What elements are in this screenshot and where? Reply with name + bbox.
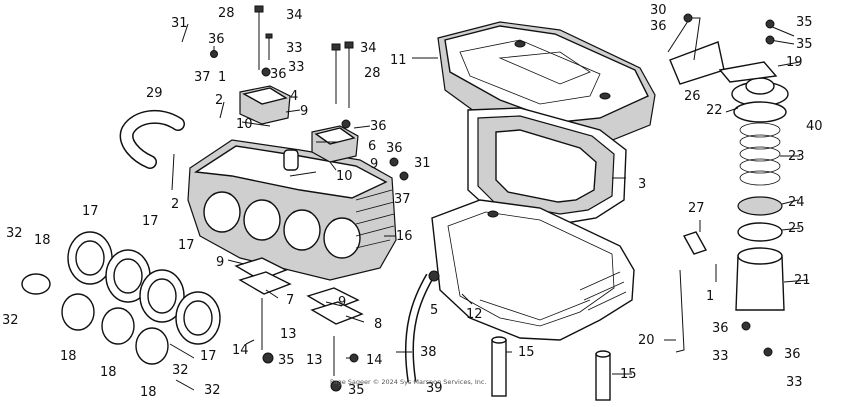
part-label: 18 <box>100 365 117 380</box>
part-label: 32 <box>204 383 221 398</box>
part-label: 18 <box>140 385 157 400</box>
part-label: 36 <box>370 119 387 134</box>
part-label: 17 <box>178 238 195 253</box>
part-label: 5 <box>430 303 438 318</box>
part-label: 35 <box>796 37 813 52</box>
part-label: 30 <box>650 3 667 18</box>
plate-8 <box>306 287 364 325</box>
drain-tube <box>405 273 434 383</box>
part-label: 17 <box>200 349 217 364</box>
part-label: 36 <box>386 141 403 156</box>
part-label: 34 <box>286 8 303 23</box>
part-label: 29 <box>146 86 163 101</box>
copyright-text: Page Sageer © 2024 Sys Marsnon Services,… <box>330 378 487 386</box>
part-label: 10 <box>336 169 353 184</box>
part-label: 17 <box>142 214 159 229</box>
part-label: 27 <box>688 201 705 216</box>
part-label: 31 <box>171 16 188 31</box>
pipes-15 <box>491 336 611 401</box>
part-label: 23 <box>788 149 805 164</box>
part-label: 33 <box>712 349 729 364</box>
part-label: 28 <box>218 6 235 21</box>
part-label: 37 <box>394 192 411 207</box>
part-label: 28 <box>364 66 381 81</box>
plate-7 <box>234 257 292 295</box>
part-number-labels: 31 36 37 1 2 29 2 28 34 33 33 36 4 9 10 … <box>2 3 823 400</box>
part-label: 10 <box>236 117 253 132</box>
part-label: 3 <box>638 177 646 192</box>
part-label: 1 <box>706 289 714 304</box>
air-cleaner-case <box>431 199 635 341</box>
part-label: 13 <box>280 327 297 342</box>
tappet-cap-4 <box>239 85 291 125</box>
part-label: 33 <box>786 375 803 390</box>
part-label: 6 <box>368 139 376 154</box>
cylinder-head-cover <box>187 139 397 281</box>
part-label: 32 <box>2 313 19 328</box>
part-label: 40 <box>806 119 823 134</box>
bolts-top <box>254 5 354 108</box>
part-label: 1 <box>218 70 226 85</box>
part-label: 17 <box>82 204 99 219</box>
breather-separator <box>669 41 789 311</box>
part-label: 8 <box>374 317 382 332</box>
tappet-cap-6 <box>311 125 359 163</box>
part-label: 9 <box>370 157 378 172</box>
part-label: 4 <box>290 89 298 104</box>
part-label: 37 <box>194 70 211 85</box>
part-label: 38 <box>420 345 437 360</box>
part-label: 24 <box>788 195 805 210</box>
part-label: 21 <box>794 273 811 288</box>
part-label: 18 <box>34 233 51 248</box>
breather-hose <box>119 109 185 169</box>
part-label: 32 <box>6 226 23 241</box>
part-label: 12 <box>466 307 483 322</box>
part-label: 35 <box>348 383 365 398</box>
part-label: 33 <box>288 60 305 75</box>
part-label: 7 <box>286 293 294 308</box>
part-label: 36 <box>712 321 729 336</box>
part-label: 14 <box>366 353 383 368</box>
part-label: 9 <box>300 104 308 119</box>
part-label: 32 <box>172 363 189 378</box>
part-label: 18 <box>60 349 77 364</box>
part-label: 15 <box>518 345 535 360</box>
part-label: 13 <box>306 353 323 368</box>
part-label: 39 <box>426 381 443 396</box>
part-label: 14 <box>232 343 249 358</box>
part-label: 35 <box>796 15 813 30</box>
part-label: 36 <box>650 19 667 34</box>
part-label: 15 <box>620 367 637 382</box>
part-label: 34 <box>360 41 377 56</box>
part-label: 22 <box>706 103 723 118</box>
part-label: 31 <box>414 156 431 171</box>
part-label: 26 <box>684 89 701 104</box>
part-label: 2 <box>215 93 223 108</box>
part-label: 36 <box>270 67 287 82</box>
part-label: 25 <box>788 221 805 236</box>
part-label: 9 <box>338 295 346 310</box>
part-label: 36 <box>208 32 225 47</box>
part-label: 9 <box>216 255 224 270</box>
part-label: 20 <box>638 333 655 348</box>
part-label: 19 <box>786 55 803 70</box>
part-label: 33 <box>286 41 303 56</box>
air-filter-element <box>467 107 627 225</box>
part-label: 2 <box>171 197 179 212</box>
part-label: 36 <box>784 347 801 362</box>
part-label: 35 <box>278 353 295 368</box>
insulators <box>21 231 221 365</box>
part-label: 11 <box>390 53 407 68</box>
part-label: 16 <box>396 229 413 244</box>
fasteners <box>210 13 775 392</box>
